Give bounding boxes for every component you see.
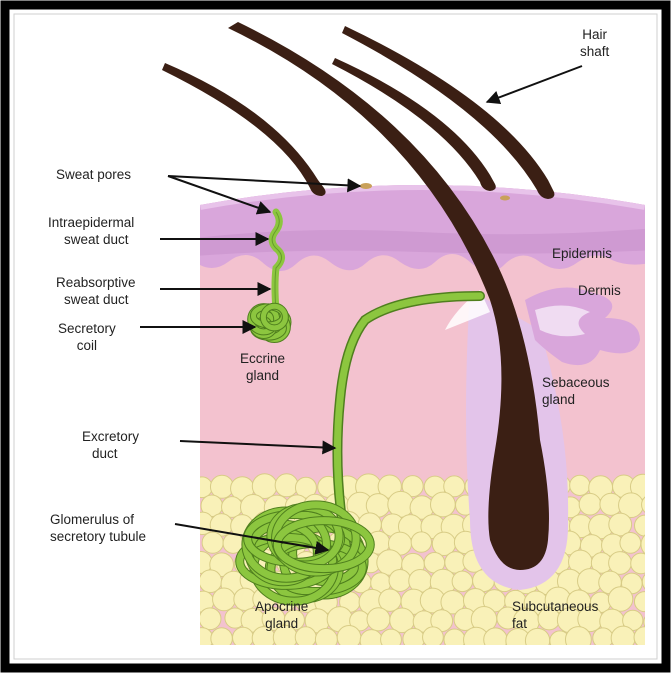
fat-cell [642,571,663,592]
fat-cell [411,532,431,552]
label-subcutaneous-fat: Subcutaneous fat [512,598,598,632]
label-hair-shaft: Hair shaft [580,26,609,60]
label-sweat-pores: Sweat pores [56,166,131,183]
fat-cell [642,495,662,515]
label-secretory-coil: Secretory coil [58,320,116,354]
fat-cell [430,492,455,517]
fat-cell [202,532,223,553]
fat-cell [634,627,655,648]
label-excretory-duct: Excretory duct [82,428,139,462]
sweat-pore-1 [360,183,372,189]
label-epidermis: Epidermis [552,245,612,262]
fat-cell [337,626,361,650]
fat-cell [452,571,472,591]
fat-cell [484,628,507,651]
fat-cell [233,627,254,648]
fat-cell [423,627,444,648]
label-apocrine-gland: Apocrine gland [255,598,308,632]
fat-cell [199,608,221,630]
label-reabsorptive-sweat-duct: Reabsorptive sweat duct [56,274,136,308]
fat-cell [644,612,665,633]
fat-cell [381,629,402,650]
fat-cell [631,553,652,574]
arrow-hair-shaft [487,66,582,102]
label-dermis: Dermis [578,282,621,299]
label-glomerulus-of-secretory-tubule: Glomerulus of secretory tubule [50,511,146,545]
fat-cell [389,570,411,592]
fat-cell [403,628,424,649]
fat-cell [444,629,465,650]
fat-cell [634,592,654,612]
fat-cell [315,628,337,650]
fat-cell [191,628,213,650]
fat-cell [213,588,236,611]
label-intraepidermal-sweat-duct: Intraepidermal sweat duct [48,214,134,248]
fat-cell [634,515,655,536]
fat-cell [360,630,382,652]
arrow-sweat-pore-a [168,176,360,186]
sweat-pore-2 [500,196,510,201]
fat-cell [608,587,632,611]
fat-cell [579,493,601,515]
fat-cell [367,608,390,631]
eccrine-secretory-coil [251,306,288,339]
hair-mid [332,58,496,191]
fat-cell [620,532,641,553]
label-sebaceous-gland: Sebaceous gland [542,374,610,408]
fat-cell [192,477,213,498]
fat-cell [275,474,298,497]
fat-cell [211,628,233,650]
fat-cell [570,475,590,495]
label-eccrine-gland: Eccrine gland [240,350,285,384]
fat-cell [611,626,635,650]
